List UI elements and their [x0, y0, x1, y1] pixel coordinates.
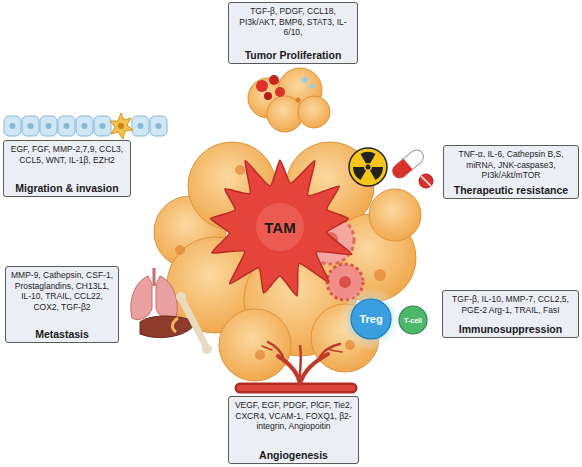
box-heading: Metastasis — [9, 328, 115, 341]
box-heading: Therapeutic resistance — [447, 184, 575, 197]
factor-list: EGF, FGF, MMP-2,7,9, CCL3, CCL5, WNT, IL… — [7, 144, 127, 165]
drug-pill — [390, 147, 433, 188]
tumor-cluster — [248, 68, 330, 132]
cell-glow — [339, 287, 403, 351]
cell-body — [211, 160, 353, 296]
cell-label: TAM — [264, 219, 295, 236]
radiation-symbol — [349, 148, 387, 186]
box-heading: Angiogenesis — [232, 449, 355, 462]
cell-label: T-cell — [404, 317, 422, 324]
function-box: EGF, FGF, MMP-2,7,9, CCL3, CCL5, WNT, IL… — [3, 140, 131, 197]
box-heading: Immunosuppression — [446, 323, 575, 336]
epithelium — [4, 113, 167, 139]
cell-body — [351, 299, 391, 339]
function-box: VEGF, EGF, PDGF, PlGF, Tie2, CXCR4, VCAM… — [228, 396, 359, 464]
cell-core — [256, 203, 304, 251]
blood-vessel — [240, 342, 352, 388]
function-box: MMP-9, Cathepsin, CSF-1, Prostaglandins,… — [5, 266, 119, 343]
factor-list: TGF-β, IL-10, MMP-7, CCL2,5, PGE-2 Arg-1… — [446, 294, 575, 315]
function-box: TGF-β, IL-10, MMP-7, CCL2,5, PGE-2 Arg-1… — [442, 290, 579, 338]
factor-list: MMP-9, Cathepsin, CSF-1, Prostaglandins,… — [9, 270, 115, 312]
cell-body — [399, 306, 427, 334]
function-box: TNF-α, IL-6, Cathepsin B,S, miRNA, JNK-c… — [443, 145, 579, 199]
function-box: TGF-β, PDGF, CCL18, PI3k/AKT, BMP6, STAT… — [228, 2, 358, 64]
box-heading: Tumor Proliferation — [232, 49, 354, 62]
cell-label: Treg — [359, 313, 382, 325]
box-heading: Migration & invasion — [7, 182, 127, 195]
factor-list: TGF-β, PDGF, CCL18, PI3k/AKT, BMP6, STAT… — [232, 6, 354, 38]
immune-cell: T-cell — [398, 305, 428, 335]
macrophage-cell: TAM — [205, 152, 355, 302]
tumor-mass — [154, 142, 421, 381]
immune-cell: Treg — [350, 298, 392, 340]
factor-list: VEGF, EGF, PDGF, PlGF, Tie2, CXCR4, VCAM… — [232, 400, 355, 432]
factor-list: TNF-α, IL-6, Cathepsin B,S, miRNA, JNK-c… — [447, 149, 575, 181]
organs — [131, 268, 212, 354]
